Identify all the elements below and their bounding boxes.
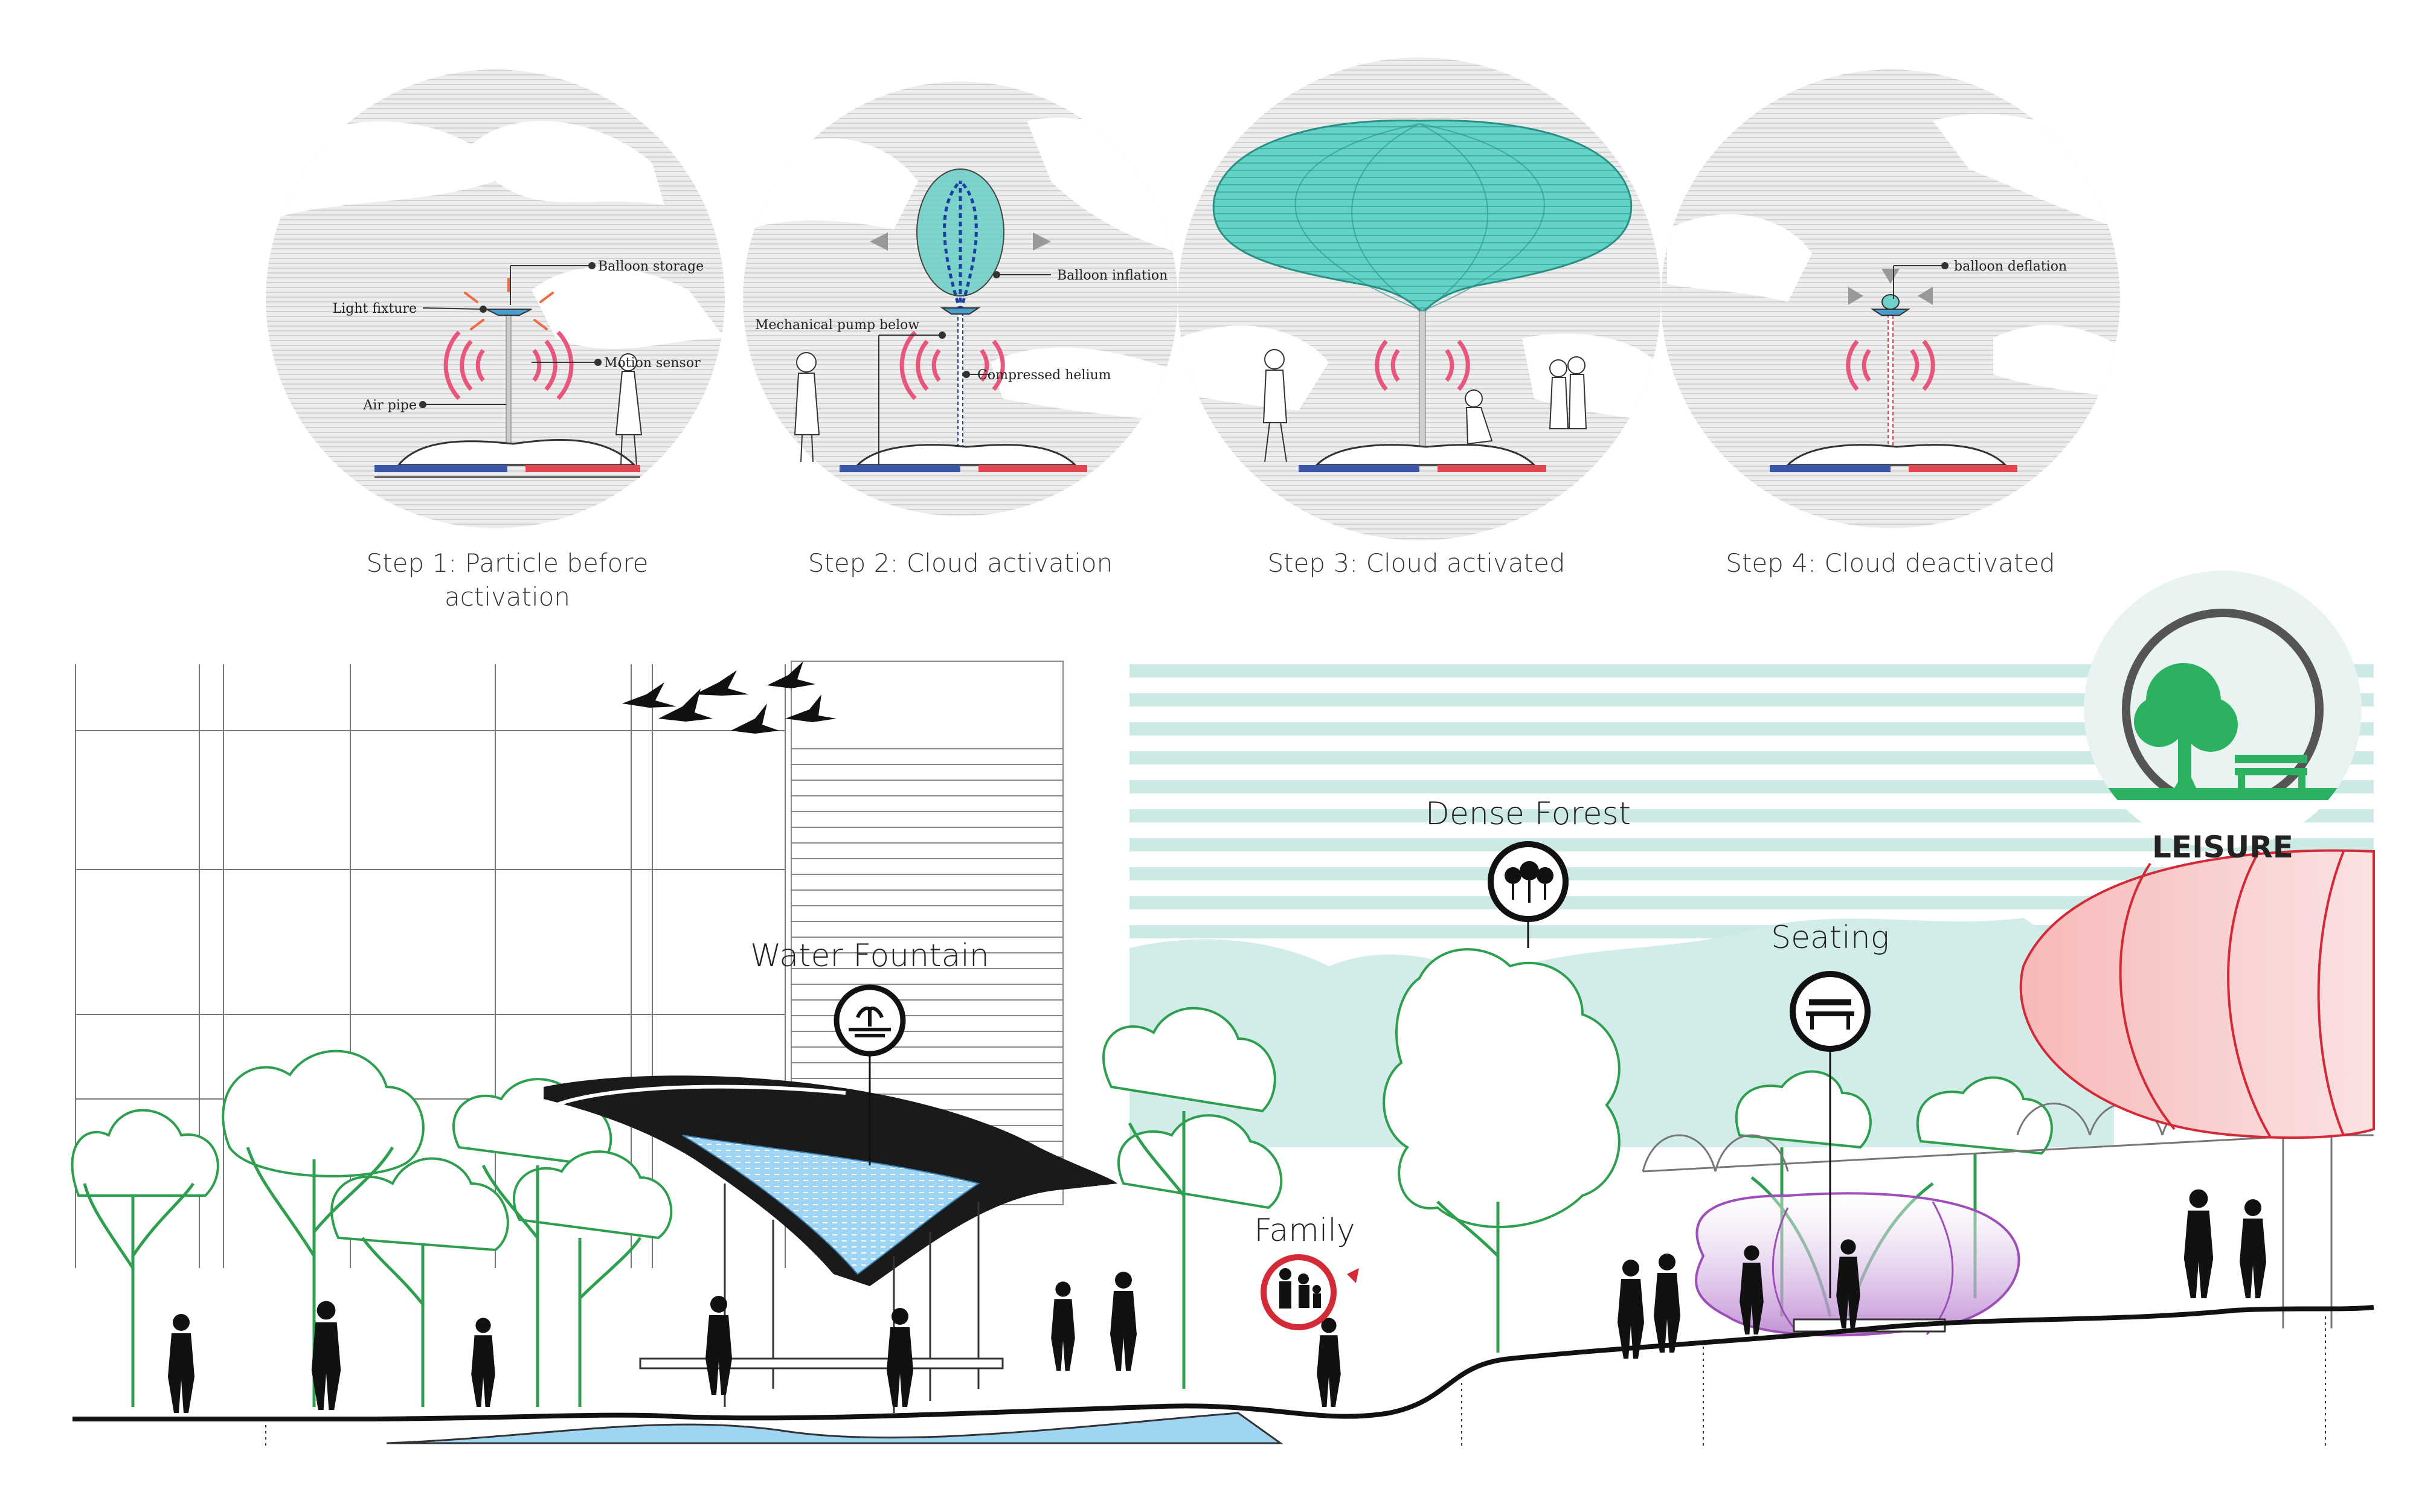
water-fountain-icon <box>834 984 906 1165</box>
annotation-compressed-helium: Compressed helium <box>977 368 1111 383</box>
annotation-light-fixture: Light fixture <box>333 301 417 316</box>
dense-forest-icon <box>1488 841 1569 948</box>
step-2-caption-line1: Step 2: Cloud activation <box>808 548 1113 578</box>
step-1-caption: Step 1: Particle before activation <box>338 546 676 614</box>
step-1-illustration <box>266 69 725 528</box>
annotation-motion-sensor: Motion sensor <box>604 356 701 371</box>
people-silhouettes <box>168 1189 2266 1413</box>
step-3-device <box>1212 120 1633 472</box>
annotation-mechanical-pump: Mechanical pump below <box>755 318 919 333</box>
tree-canopies <box>71 948 2053 1252</box>
step-3-caption-line1: Step 3: Cloud activated <box>1267 548 1566 578</box>
step-1-caption-line2: activation <box>444 582 570 612</box>
label-family: Family <box>1254 1212 1355 1249</box>
label-dense-forest: Dense Forest <box>1425 796 1631 832</box>
step-2-device: Balloon inflation Mechanical pump below … <box>755 168 1168 472</box>
ground-line <box>72 1305 2374 1421</box>
annotation-air-pipe: Air pipe <box>362 398 417 413</box>
step-4-device: balloon deflation <box>1770 259 2067 472</box>
annotation-balloon-inflation: Balloon inflation <box>1057 268 1168 283</box>
annotation-balloon-storage: Balloon storage <box>598 259 704 274</box>
birds <box>622 661 837 734</box>
label-seating: Seating <box>1771 920 1889 956</box>
step-1-caption-line1: Step 1: Particle before <box>366 548 649 578</box>
step-3-caption: Step 3: Cloud activated <box>1247 546 1586 580</box>
label-water-fountain: Water Fountain <box>750 938 989 974</box>
red-pod <box>2019 849 2375 1139</box>
step-2-caption: Step 2: Cloud activation <box>791 546 1129 580</box>
label-leisure: LEISURE <box>2152 830 2293 865</box>
family-icon <box>1261 1254 1359 1330</box>
leisure-icon <box>2084 571 2362 848</box>
seating-icon <box>1790 971 1871 1298</box>
fountain-canopy <box>386 1075 1284 1444</box>
annotation-balloon-deflation: balloon deflation <box>1954 259 2067 274</box>
step-1-device: Balloon storage Light fixture Motion sen… <box>333 259 704 478</box>
step-4-caption: Step 4: Cloud deactivated <box>1721 546 2060 580</box>
step-4-caption-line1: Step 4: Cloud deactivated <box>1726 548 2055 578</box>
tree-trunks <box>83 1111 1977 1407</box>
